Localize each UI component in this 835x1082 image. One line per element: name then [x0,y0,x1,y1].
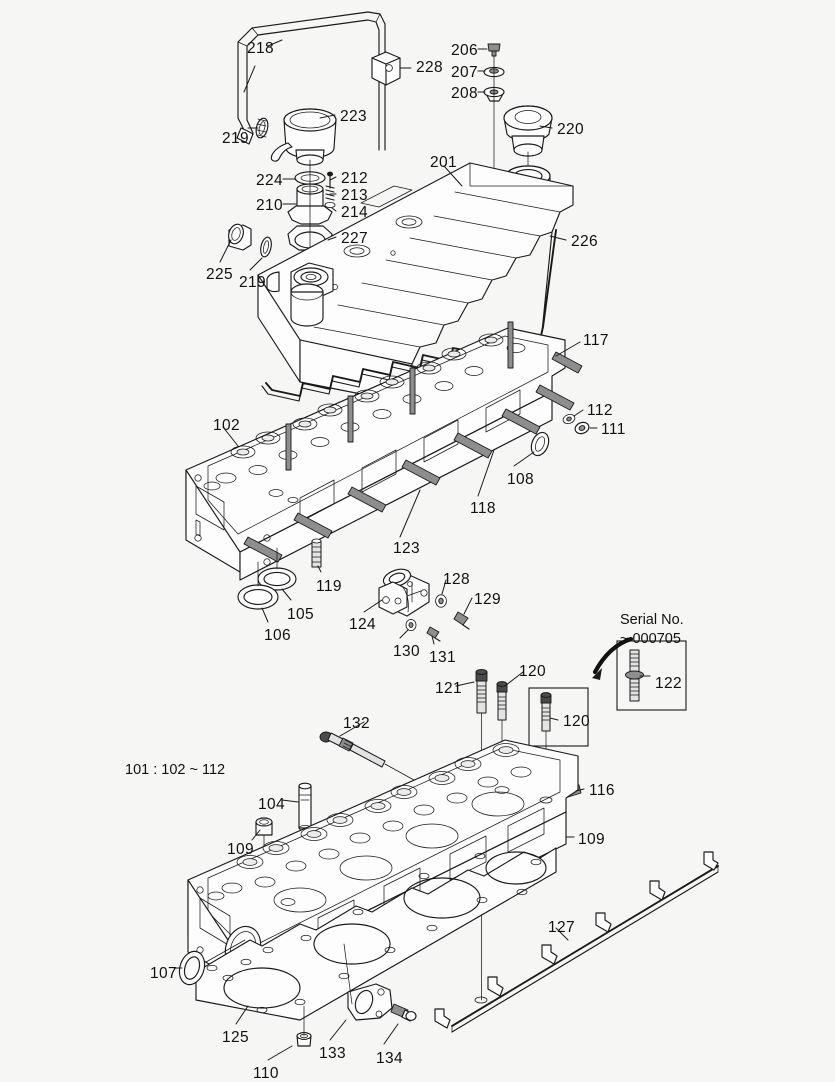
nut-111 [574,421,590,435]
callout-110-plug: 110 [253,1065,279,1082]
o-ring-107 [178,939,246,986]
assembly-note: 101 : 102 ~ 112 [125,762,226,778]
washer-128 [435,594,447,608]
glow-plug-132 [319,731,433,791]
callout-119-dowel-pin: 119 [316,578,342,595]
callout-120-head-bolt-boxed: 120 [563,713,591,730]
o-ring-219-lower [260,236,272,258]
cover-front-boss [290,283,324,327]
plug-225 [228,223,252,251]
callout-213-breather: 213 [341,187,369,204]
valve-cover-201 [257,162,574,405]
plug-110 [296,1005,312,1047]
callout-207-cover-fastener: 207 [451,64,479,81]
bracket-133 [343,943,393,1021]
serial-no-box [616,640,687,711]
callout-121-head-bolt: 121 [435,680,463,697]
callout-208-cover-fastener: 208 [451,85,479,102]
breather-hose-218 [236,11,386,151]
callout-109-plug: 109 [227,841,255,858]
rail-gasket-127 [434,851,719,1033]
callout-127-rail-gasket: 127 [548,919,576,936]
head-gasket-125 [195,847,557,1021]
dowel-pin-119 [311,538,322,568]
washer-214 [324,201,336,208]
callout-116-stud: 116 [589,782,615,799]
callout-123-stud: 123 [393,540,421,557]
callout-124-thermostat-housing: 124 [349,616,377,633]
serial-no-note: Serial No. ~ 000705 [620,612,684,647]
callout-210-breather: 210 [256,197,284,214]
manifold-studs [243,351,583,563]
o-ring-105 [257,567,297,591]
bolt-206 [487,43,501,57]
callout-129-bolt: 129 [474,591,502,608]
callout-118-stud: 118 [470,500,496,517]
plug-109-left [255,817,273,891]
bolt-134 [390,1003,417,1022]
callout-120-head-bolt: 120 [519,663,547,680]
callout-133-bracket: 133 [319,1045,347,1062]
callout-112-washer: 112 [587,402,613,419]
callout-117-stud: 117 [583,332,609,349]
callout-201-valve-cover: 201 [430,154,458,171]
callout-125-head-gasket: 125 [222,1029,250,1046]
callout-131-bolt: 131 [429,649,457,666]
callout-223-breather: 223 [340,108,368,125]
callout-225-plug: 225 [206,266,234,283]
screw-212 [327,171,333,189]
callout-218-breather-hose: 218 [247,40,275,57]
hose-clamp-219-upper [255,117,269,139]
callout-134-bolt: 134 [376,1050,404,1067]
callout-leader-lines [173,39,598,1061]
callout-122-stud-serial: 122 [655,675,683,692]
oil-filler-cap-220 [503,105,553,157]
o-ring-106 [237,584,279,610]
thermostat-housing-124 [378,568,430,617]
callout-108-o-ring: 108 [507,471,535,488]
clamp-228 [371,51,401,86]
rocker-studs [285,321,514,471]
bolt-129 [453,611,470,630]
bolt-131 [426,626,441,642]
callout-206-cover-fastener: 206 [451,42,479,59]
o-ring-108 [530,431,550,457]
washer-130 [405,619,417,632]
callout-111-nut: 111 [601,421,626,438]
breather-cover-223 [270,108,337,166]
callout-130-washer: 130 [393,643,421,660]
stud-122 [625,649,644,702]
callout-226-cover-gasket: 226 [571,233,599,250]
callout-132-glow-plug: 132 [343,715,371,732]
callout-107-o-ring: 107 [150,965,178,982]
callout-212-breather: 212 [341,170,369,187]
callout-214-breather: 214 [341,204,369,221]
callout-227-breather: 227 [341,230,369,247]
callout-128-thermostat-housing: 128 [443,571,471,588]
spring-213 [325,185,335,201]
callout-102-cylinder-head: 102 [213,417,241,434]
callout-220-oil-filler-cap: 220 [557,121,585,138]
callout-224-breather: 224 [256,172,284,189]
callout-219-breather-hose: 219 [222,130,250,147]
callout-106-o-ring: 106 [264,627,292,644]
callout-104-valve-guide: 104 [258,796,286,813]
washer-112 [562,413,576,425]
callout-228-breather-hose: 228 [416,59,444,76]
callout-105-o-ring: 105 [287,606,315,623]
callout-219-o-ring: 219 [239,274,267,291]
callout-109-plug: 109 [578,831,606,848]
